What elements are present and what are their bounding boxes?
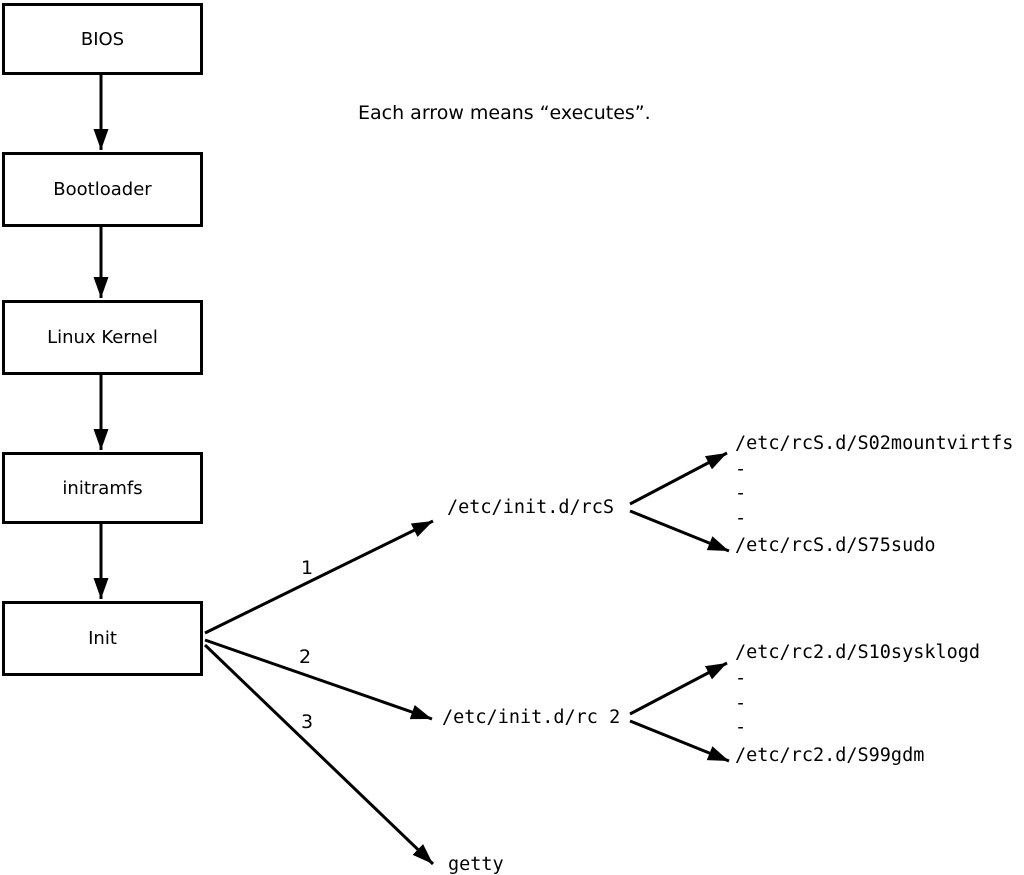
rc2-child-ellipsis: - [735, 717, 747, 738]
rcs-child-ellipsis: - [735, 508, 747, 529]
box-initramfs: initramfs [2, 452, 203, 524]
script-path-rcs: /etc/init.d/rcS [447, 497, 615, 518]
script-path-getty: getty [448, 854, 504, 875]
box-bootloader: Bootloader [2, 152, 203, 227]
box-bios-label: BIOS [80, 28, 125, 50]
arrow-rcs-to-first-script [629, 451, 728, 506]
box-bios: BIOS [2, 3, 203, 75]
script-path-rc2: /etc/init.d/rc 2 [442, 707, 621, 728]
box-linux-kernel: Linux Kernel [2, 300, 203, 375]
box-initramfs-label: initramfs [62, 477, 143, 499]
rcs-child-script: /etc/rcS.d/S75sudo [735, 535, 936, 556]
box-linux-kernel-label: Linux Kernel [47, 327, 158, 348]
arrow-rc2-to-last-script [629, 719, 730, 763]
rcs-child-ellipsis: - [735, 483, 747, 504]
rc2-child-ellipsis: - [735, 693, 747, 714]
branch-number-1: 1 [301, 557, 314, 579]
branch-number-2: 2 [299, 646, 312, 668]
box-bootloader-label: Bootloader [53, 179, 152, 200]
arrow-init-to-rc2 [204, 638, 433, 721]
box-init: Init [2, 601, 203, 676]
rcs-child-script: /etc/rcS.d/S02mountvirtfs [735, 433, 1014, 454]
arrow-init-to-rcs [204, 519, 434, 635]
legend-note: Each arrow means “executes”. [358, 102, 651, 124]
branch-number-3: 3 [301, 711, 314, 733]
rc2-child-script: /etc/rc2.d/S99gdm [735, 745, 925, 766]
arrow-rcs-to-last-script [629, 509, 730, 553]
box-init-label: Init [88, 628, 117, 649]
rc2-child-script: /etc/rc2.d/S10sysklogd [735, 642, 981, 663]
rc2-child-ellipsis: - [735, 668, 747, 689]
arrow-init-to-getty [203, 643, 435, 866]
arrow-rc2-to-first-script [629, 661, 728, 716]
rcs-child-ellipsis: - [735, 459, 747, 480]
